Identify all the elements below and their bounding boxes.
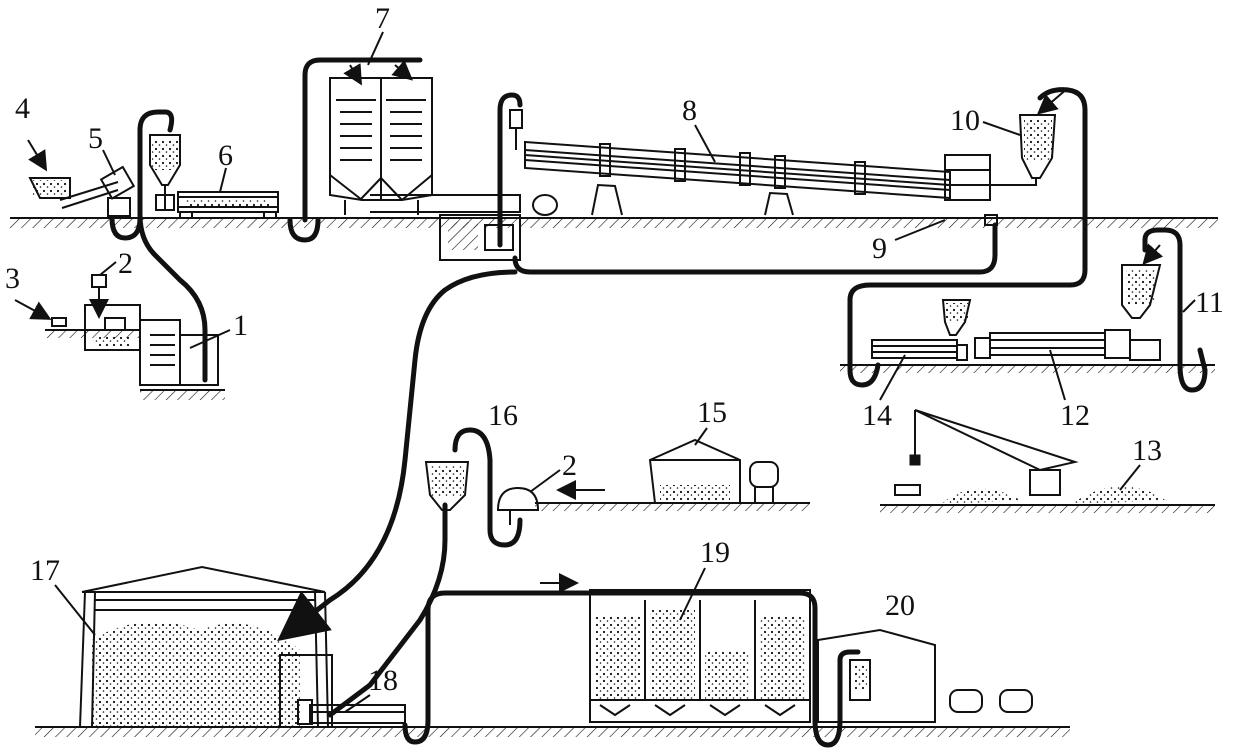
label-10: 10 (950, 104, 980, 137)
shed-20 (817, 628, 1033, 723)
label-7: 7 (375, 2, 390, 35)
conveyor-18 (297, 699, 406, 725)
label-18: 18 (368, 664, 398, 697)
cooler-9 (984, 214, 998, 226)
callout-labels: 1 2 3 4 5 6 7 8 9 10 11 12 13 14 15 16 2… (5, 2, 1224, 713)
flow-arrows (540, 480, 605, 593)
label-20: 20 (885, 589, 915, 622)
label-19: 19 (700, 536, 730, 569)
storage-17 (79, 565, 333, 728)
label-4: 4 (15, 92, 30, 125)
label-11: 11 (1195, 286, 1224, 319)
label-2a: 2 (118, 247, 133, 280)
shed-15 (648, 438, 779, 504)
label-5: 5 (88, 122, 103, 155)
tank-7 (329, 59, 521, 215)
dryer-6 (177, 191, 279, 219)
dryer-12 (974, 329, 1161, 361)
label-17: 17 (30, 554, 60, 587)
blower-2 (496, 486, 540, 525)
label-3: 3 (5, 262, 20, 295)
conveyor-5 (59, 165, 136, 217)
cyclone-14a (941, 299, 972, 336)
scale-2-left (89, 274, 109, 319)
rotary-kiln-8 (509, 109, 991, 216)
pit-7 (439, 194, 558, 261)
label-12: 12 (1060, 399, 1090, 432)
label-1: 1 (233, 309, 248, 342)
cyclone-11 (1121, 243, 1164, 319)
label-8: 8 (682, 94, 697, 127)
label-13: 13 (1132, 434, 1162, 467)
label-9: 9 (872, 232, 887, 265)
cyclone-6a (149, 134, 181, 211)
crane-13 (894, 409, 1165, 505)
label-16: 16 (488, 399, 518, 432)
label-2b: 2 (562, 449, 577, 482)
label-14: 14 (862, 399, 892, 432)
ground-lines (10, 217, 1218, 737)
cyclone-16 (424, 461, 470, 511)
intake-pit-unit-1 (84, 304, 219, 386)
label-15: 15 (697, 396, 727, 429)
dryer-14 (871, 339, 968, 361)
pipelines (109, 57, 1208, 748)
silo-19 (589, 589, 811, 723)
feed-3 (14, 299, 67, 327)
hopper-4 (27, 139, 71, 199)
cyclone-10 (990, 87, 1069, 186)
label-6: 6 (218, 139, 233, 172)
